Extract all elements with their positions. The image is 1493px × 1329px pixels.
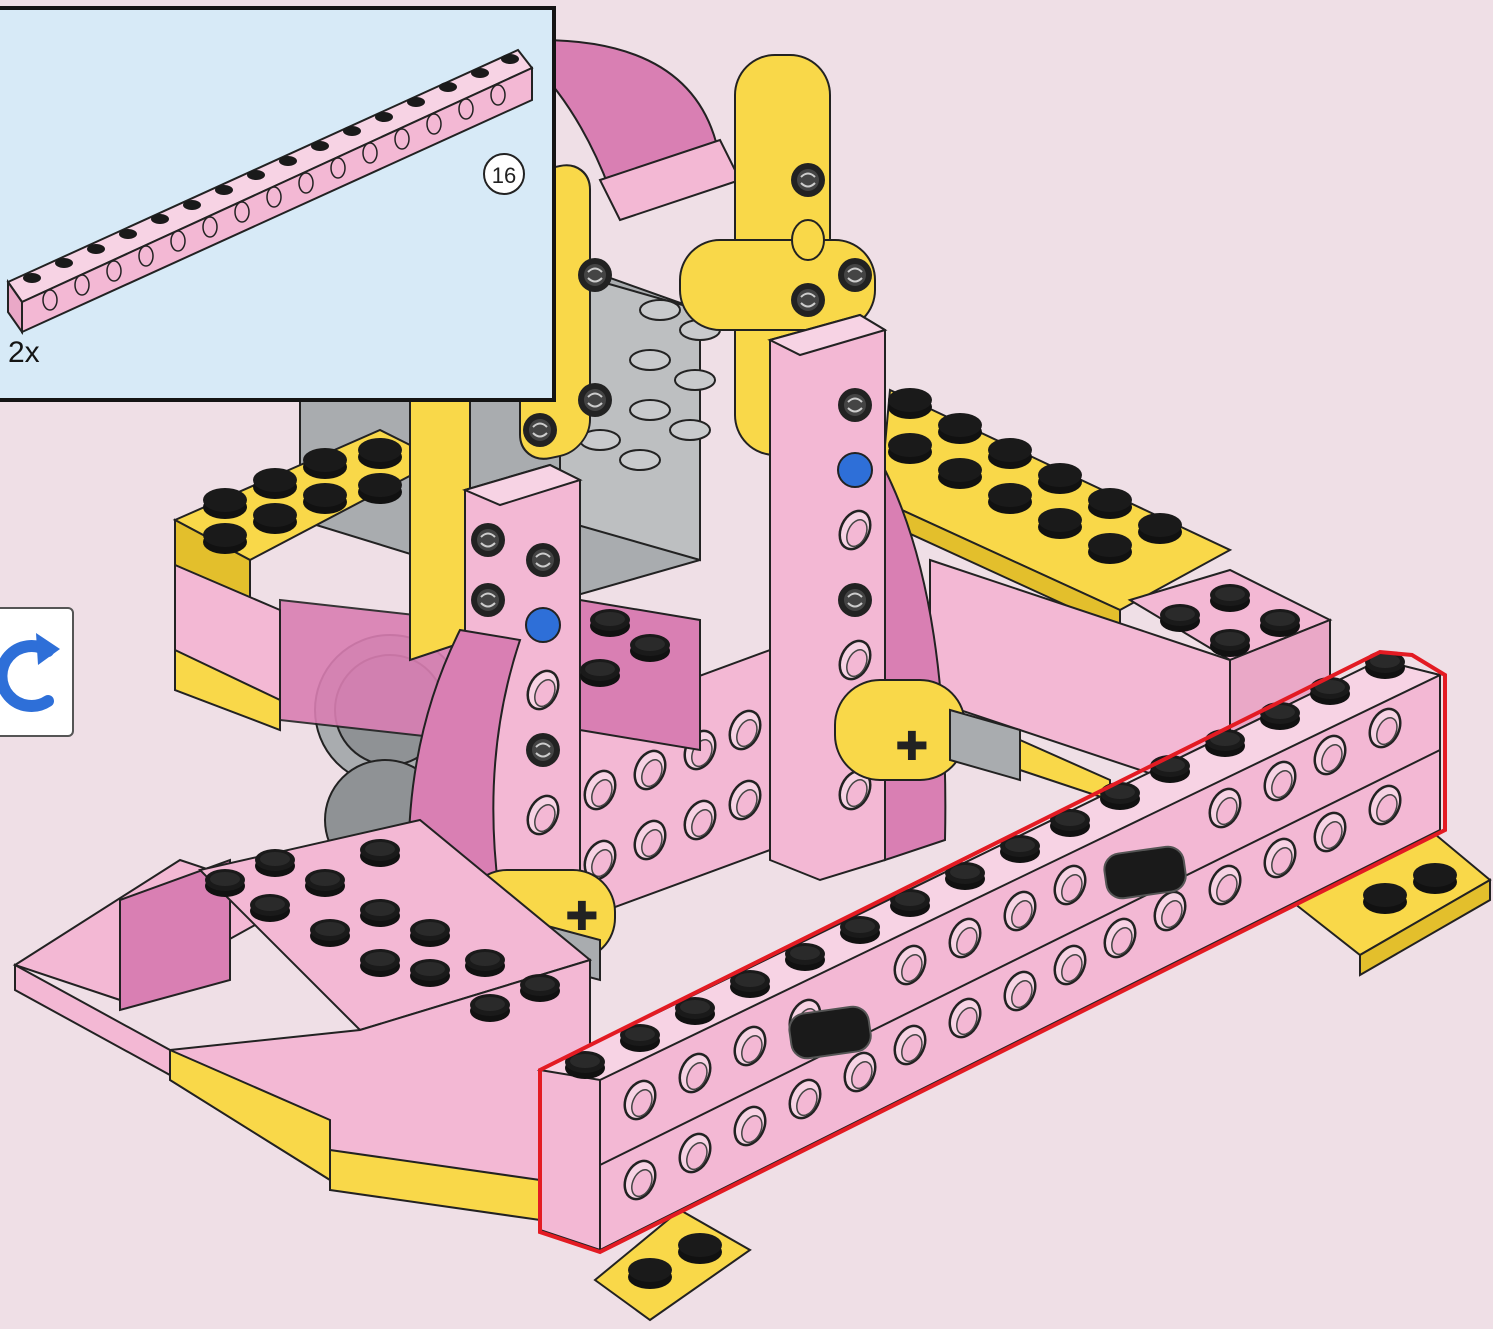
- pink-technic-brick-middle: [579, 600, 770, 920]
- rotate-icon: [0, 609, 76, 739]
- rotate-view-button[interactable]: [0, 607, 74, 737]
- part-quantity: 2x: [8, 336, 40, 370]
- technic-beam-part-image: 16: [0, 10, 560, 406]
- svg-text:✚: ✚: [895, 724, 929, 770]
- part-length-label: 16: [492, 163, 516, 188]
- parts-callout: 16 2x: [0, 6, 556, 402]
